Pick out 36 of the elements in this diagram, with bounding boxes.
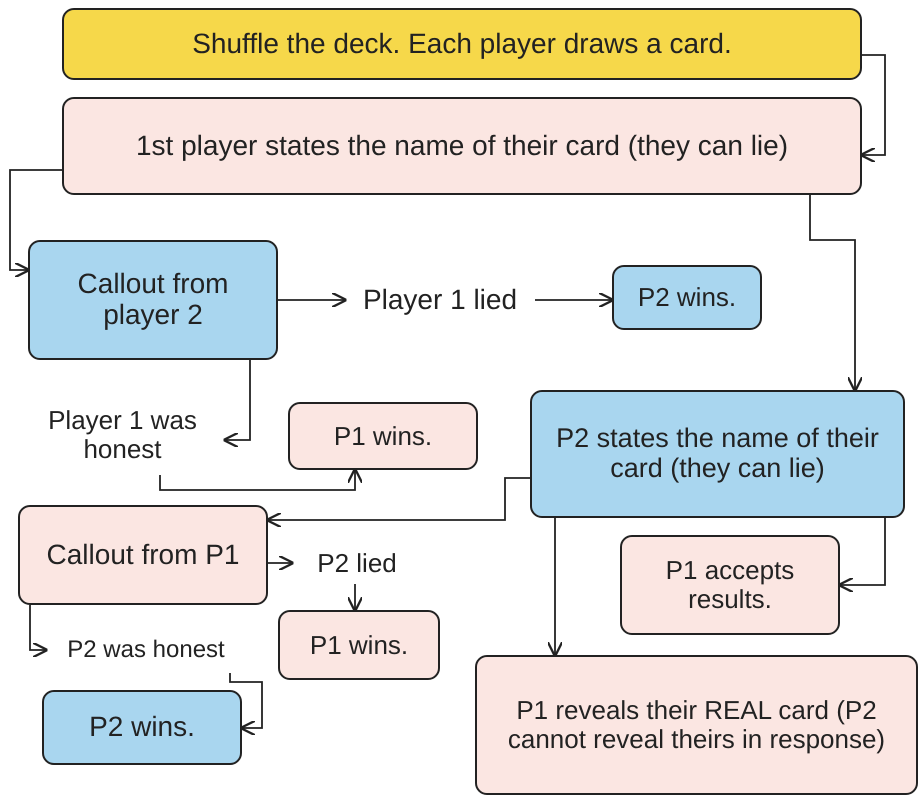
arrow — [159, 467, 364, 491]
arrow — [268, 554, 295, 572]
flow-text: P2 was honest — [67, 637, 225, 664]
flow-text: P2 lied — [317, 548, 397, 578]
arrow — [29, 605, 49, 658]
step-text: P2 wins. — [638, 283, 736, 312]
arrow — [278, 292, 348, 308]
step-box — [28, 240, 278, 360]
step-text: P2 states the name of their card (they can lie) — [555, 424, 880, 484]
step-box — [612, 265, 762, 330]
step-box — [475, 655, 918, 795]
arrow — [222, 360, 251, 448]
step-text: P1 wins. — [334, 422, 432, 450]
step-box — [530, 390, 905, 518]
step-text: 1st player states the name of their card (they can lie) — [136, 130, 788, 162]
step-box — [42, 690, 242, 765]
flow-text: Player 1 lied — [362, 284, 518, 316]
arrow — [346, 584, 364, 613]
step-box — [288, 402, 478, 470]
flow-text: Player 1 was honest — [47, 406, 198, 464]
step-text: P2 wins. — [89, 712, 195, 743]
step-box — [62, 97, 862, 195]
step-box — [62, 8, 862, 80]
step-box — [620, 535, 840, 635]
step-text: P1 accepts results. — [664, 556, 796, 614]
step-box — [18, 505, 268, 605]
arrow — [229, 673, 263, 736]
step-box — [278, 610, 440, 680]
arrow — [809, 195, 864, 393]
step-text: P1 reveals their REAL card (P2 cannot reveal theirs in response) — [506, 696, 886, 754]
arrow — [9, 169, 62, 278]
step-text: Shuffle the deck. Each player draws a card. — [192, 28, 732, 60]
step-text: Callout from player 2 — [76, 269, 230, 331]
step-text: P1 wins. — [310, 630, 408, 660]
arrow — [546, 518, 564, 658]
step-text: Callout from P1 — [46, 540, 240, 570]
